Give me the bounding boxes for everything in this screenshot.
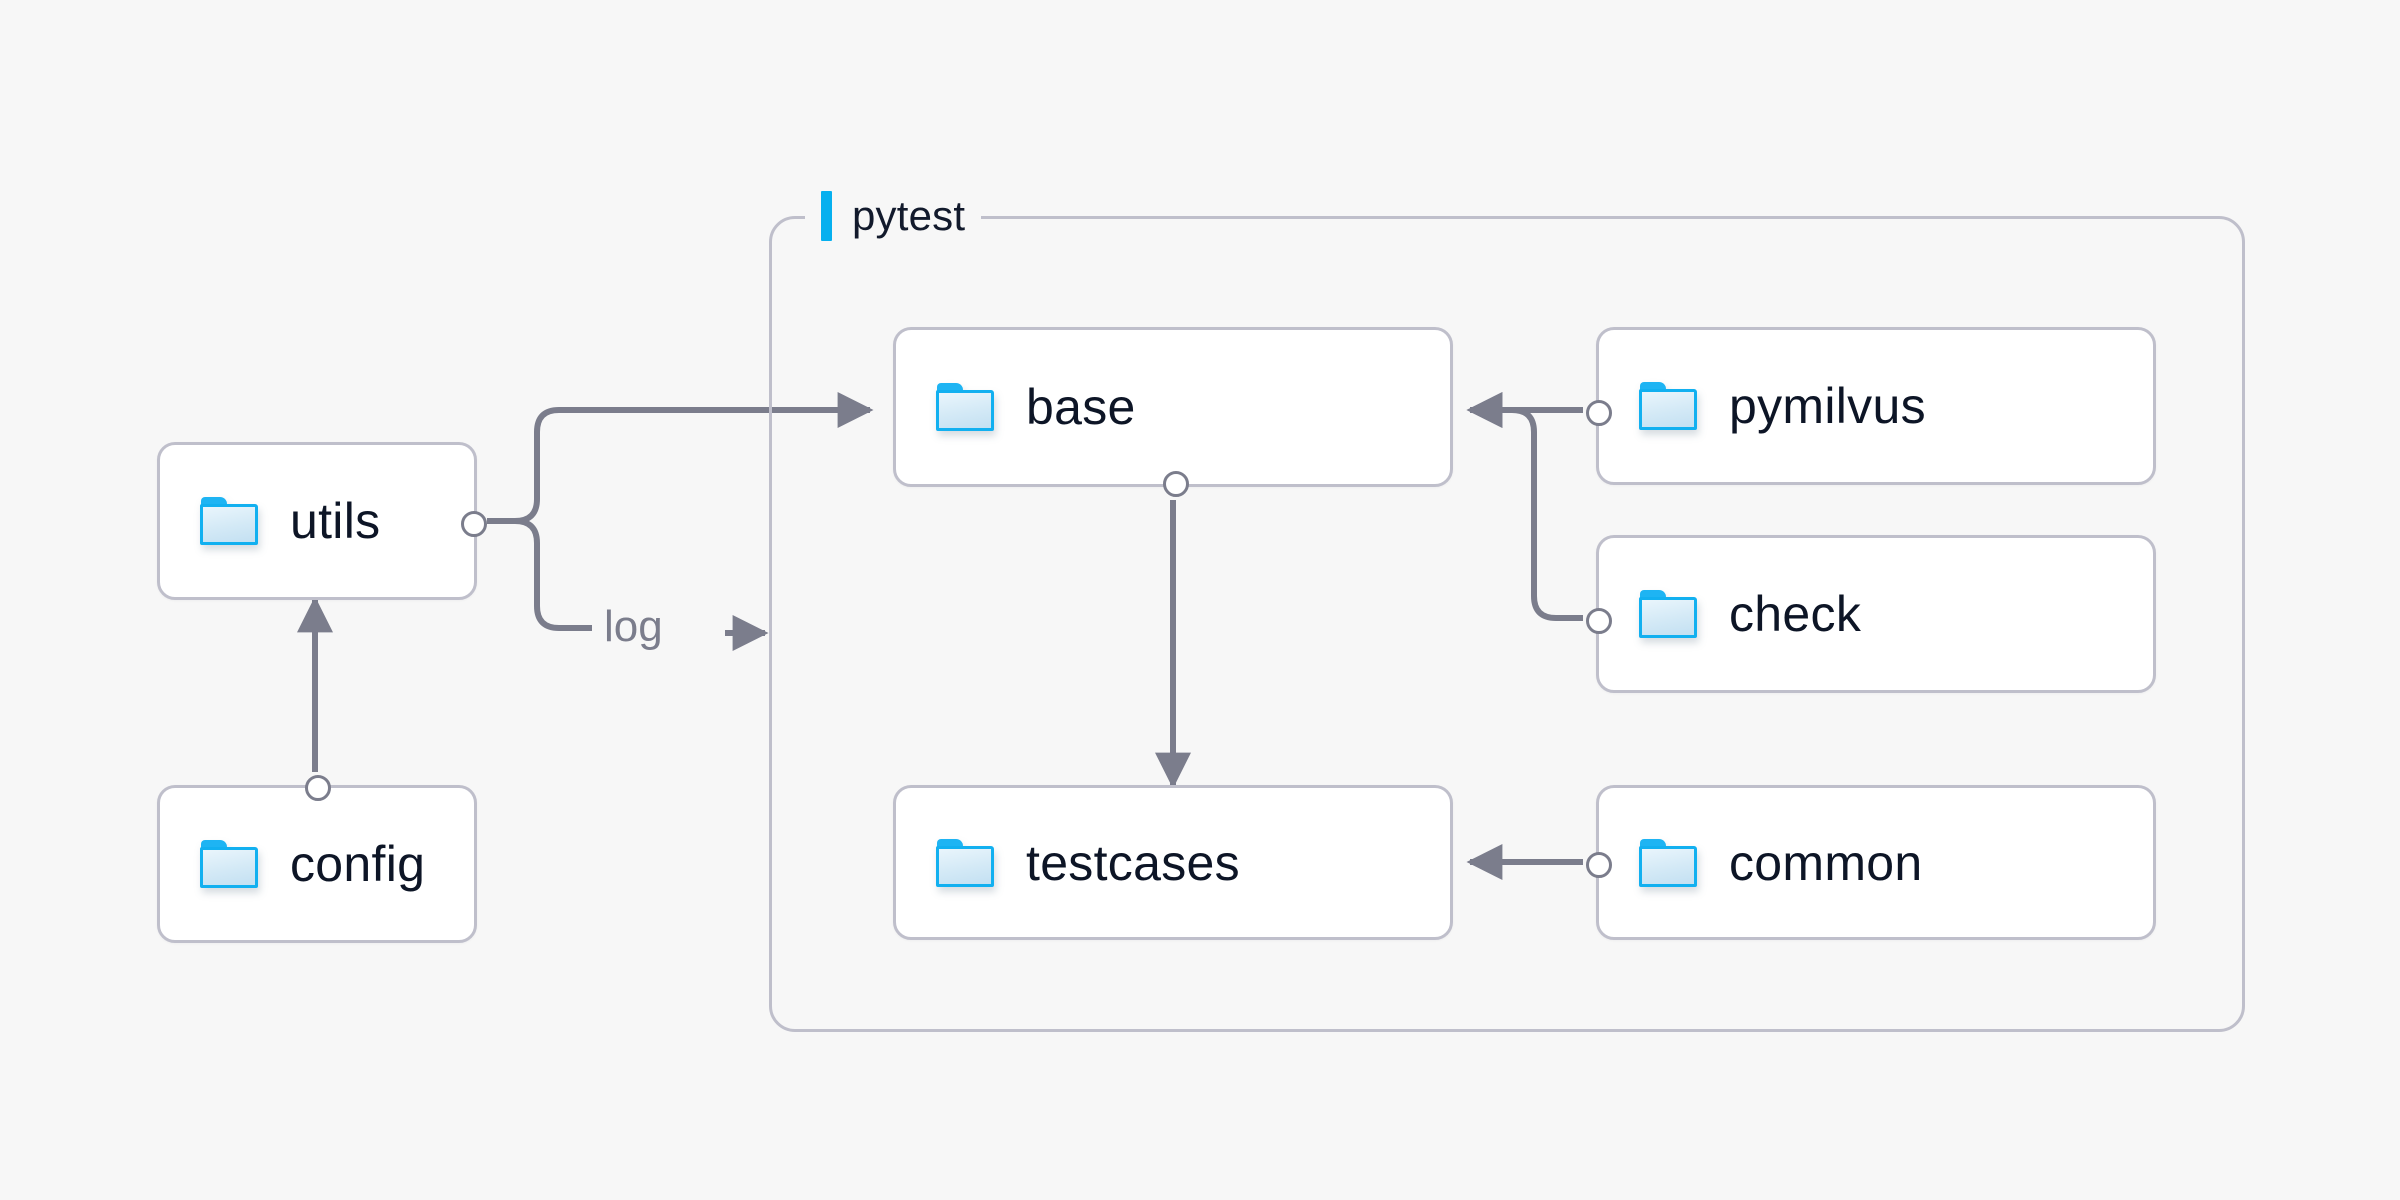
node-check[interactable]: check: [1586, 535, 2156, 693]
node-pymilvus[interactable]: pymilvus: [1586, 327, 2156, 485]
node-utils[interactable]: utils: [157, 442, 487, 600]
node-config[interactable]: config: [157, 775, 477, 943]
group-accent-bar: [821, 191, 832, 241]
node-config-label: config: [290, 836, 426, 892]
port-check-left[interactable]: [1586, 608, 1612, 634]
folder-icon: [200, 840, 258, 888]
folder-icon: [936, 838, 994, 887]
node-pymilvus-label: pymilvus: [1729, 378, 1926, 434]
port-config-top[interactable]: [305, 775, 331, 801]
port-utils-right[interactable]: [461, 511, 487, 537]
group-pytest-label: pytest: [805, 185, 982, 247]
folder-icon: [200, 497, 258, 545]
node-check-label: check: [1729, 586, 1862, 642]
node-base[interactable]: base: [893, 327, 1453, 497]
folder-icon: [1639, 382, 1697, 430]
group-pytest[interactable]: [769, 216, 2245, 1032]
node-testcases-label: testcases: [1026, 834, 1240, 891]
node-testcases[interactable]: testcases: [893, 785, 1453, 940]
port-common-left[interactable]: [1586, 852, 1612, 878]
folder-icon: [936, 383, 994, 431]
folder-icon: [1639, 838, 1697, 887]
port-pymilvus-left[interactable]: [1586, 400, 1612, 426]
node-common-label: common: [1729, 834, 1923, 891]
port-base-bottom[interactable]: [1163, 471, 1189, 497]
node-base-label: base: [1026, 379, 1136, 435]
node-utils-label: utils: [290, 493, 381, 549]
group-title-text: pytest: [852, 192, 966, 239]
edge-label-log: log: [604, 602, 663, 651]
node-common[interactable]: common: [1586, 785, 2156, 940]
folder-icon: [1639, 590, 1697, 638]
edge-utils-to-log: [487, 518, 592, 631]
